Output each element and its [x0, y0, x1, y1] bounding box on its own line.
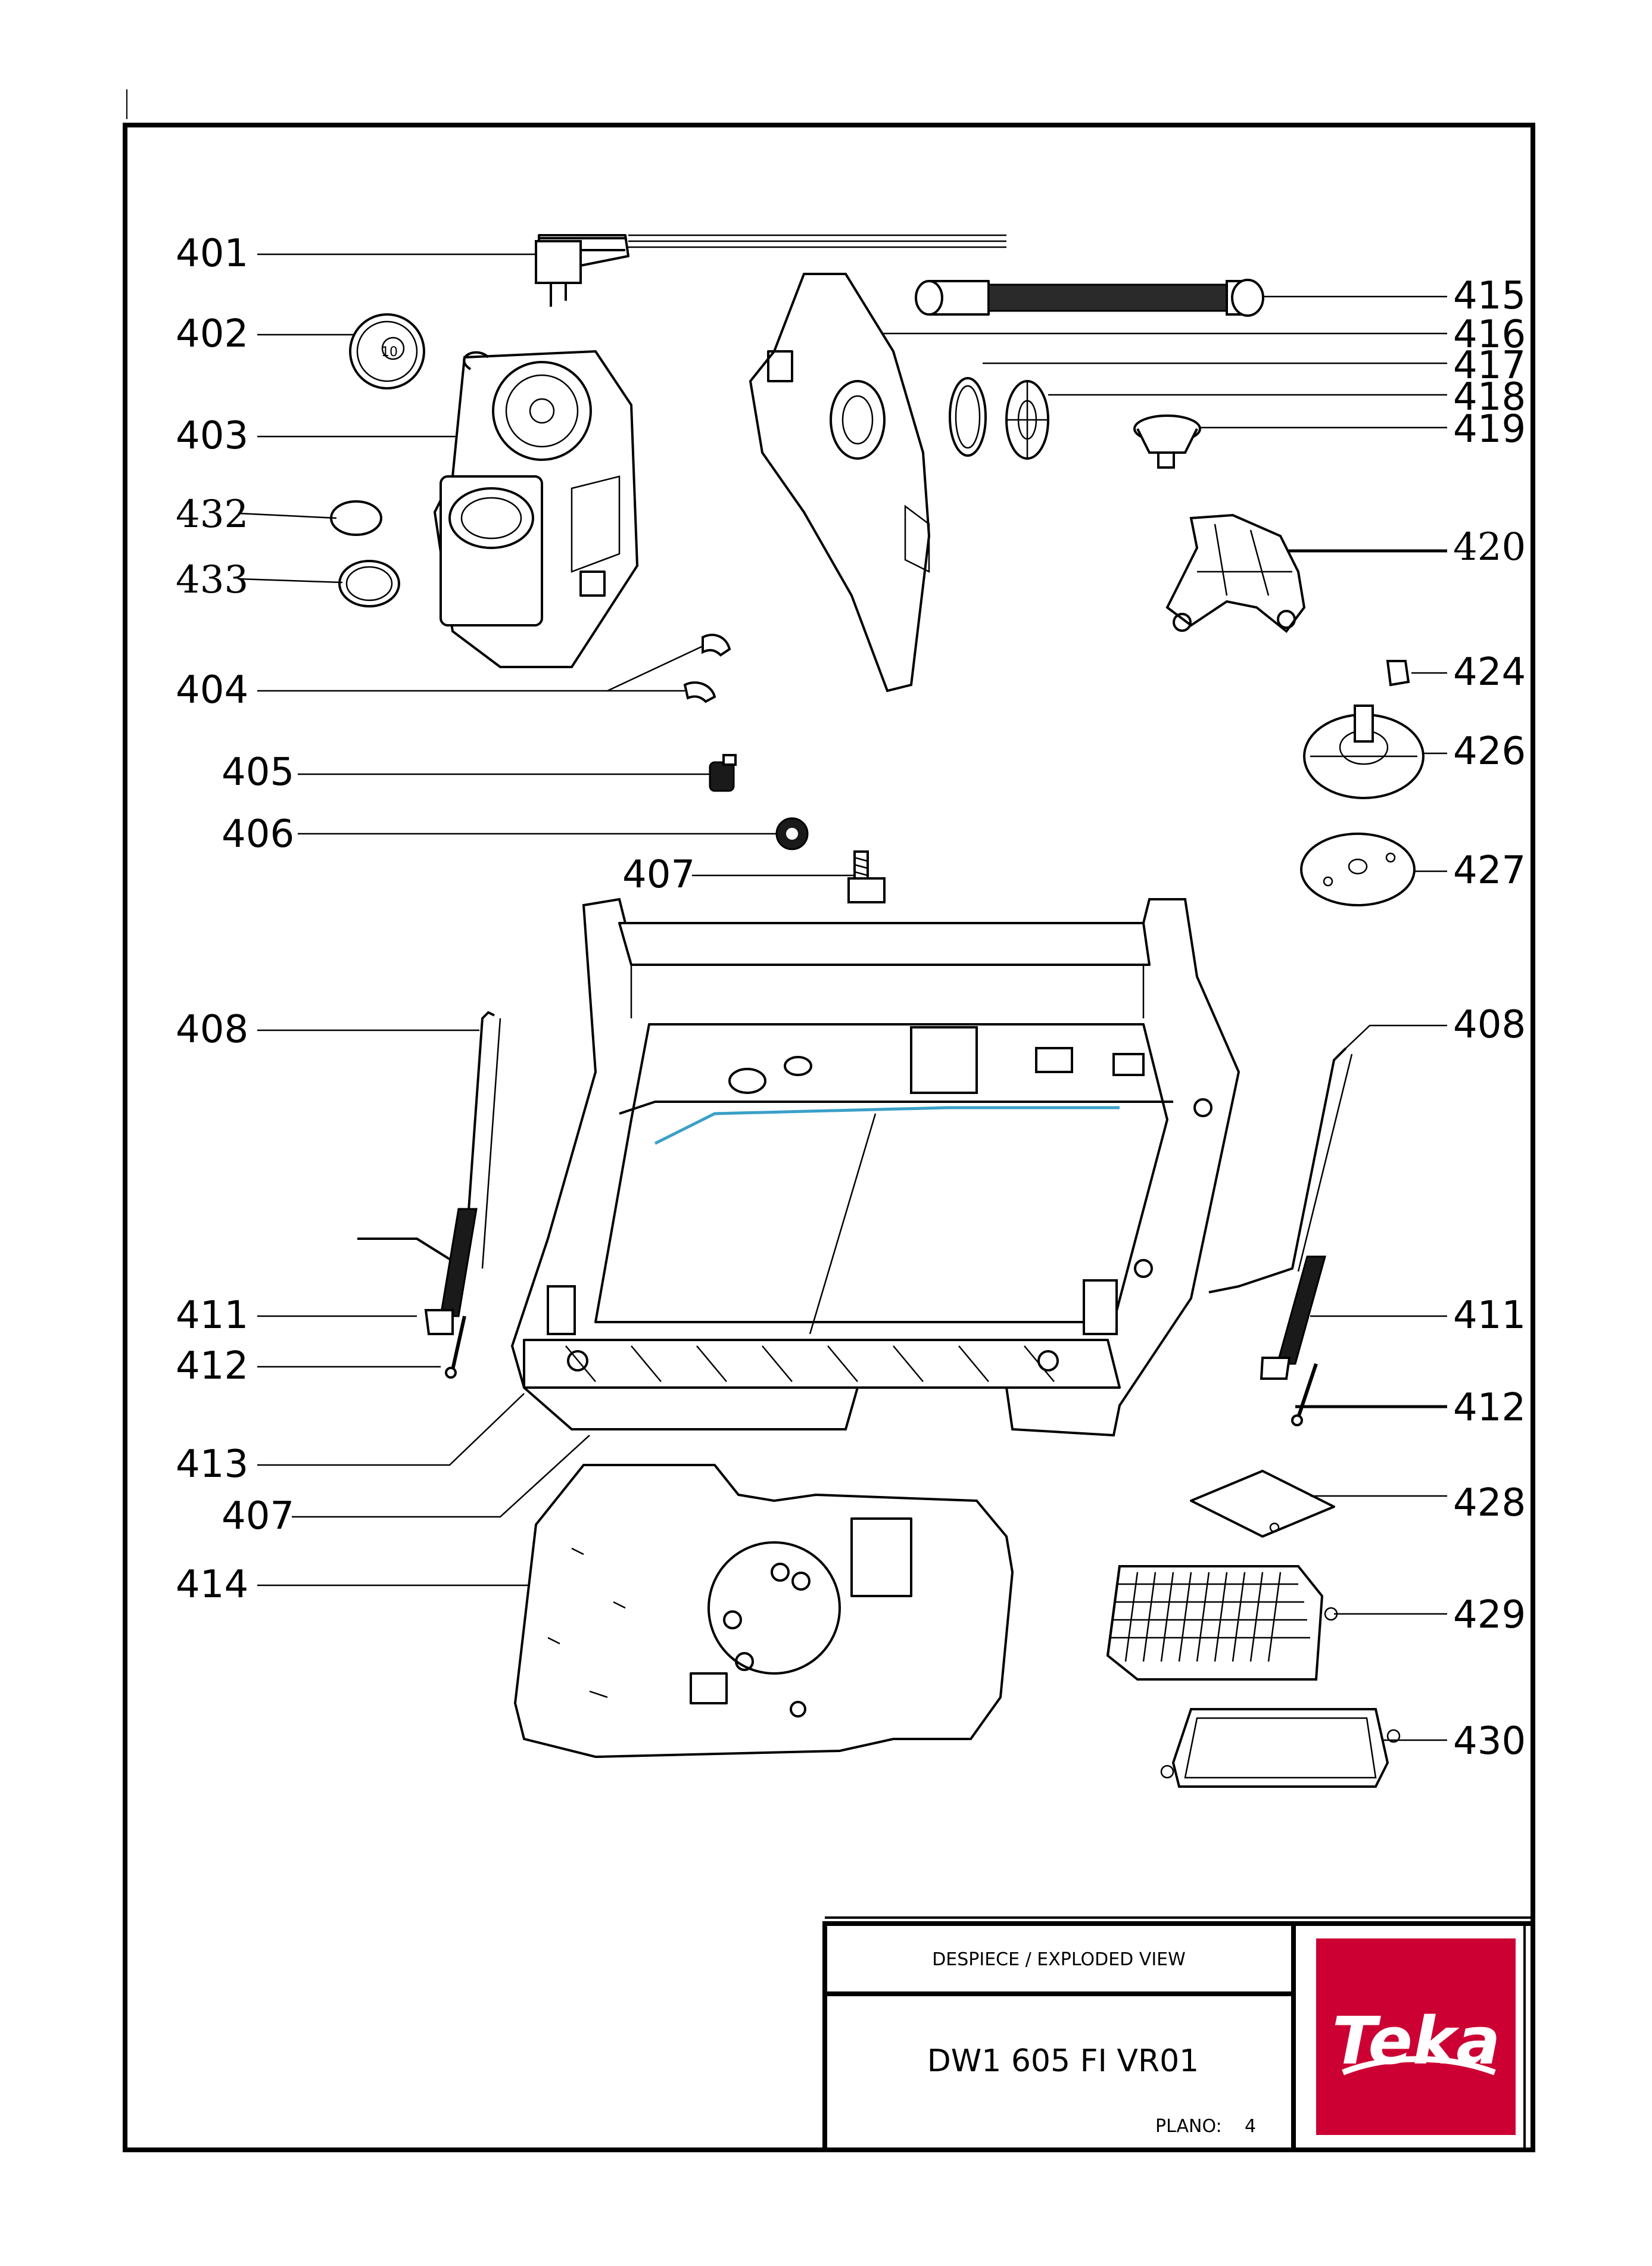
- part-406-gear: [775, 817, 809, 850]
- part-426-pump-base: [1303, 705, 1425, 799]
- part-402-salt-cap: 10: [349, 313, 425, 389]
- label-411-left: 411: [176, 1293, 248, 1338]
- part-427-disc: [1300, 833, 1416, 906]
- part-401-power-cable: [535, 234, 1006, 307]
- label-411-right: 411: [1453, 1293, 1526, 1338]
- label-432: 432: [176, 493, 248, 537]
- label-417: 417: [1453, 344, 1526, 388]
- part-412-pin-right: [1291, 1363, 1318, 1426]
- part-433-gasket: [338, 560, 400, 607]
- view-title: DESPIECE / EXPLODED VIEW: [932, 1949, 1186, 1970]
- part-428-sheet: [1190, 1470, 1335, 1538]
- part-base-frame: [510, 897, 1240, 1437]
- label-416: 416: [1453, 313, 1526, 357]
- plano-value: 4: [1245, 2116, 1256, 2137]
- part-430-tray: [1160, 1708, 1401, 1788]
- part-418-filter-disc: [1005, 380, 1049, 460]
- part-411-spring-left: [424, 1208, 478, 1335]
- label-407-top: 407: [622, 853, 695, 897]
- label-405: 405: [222, 750, 294, 794]
- left-labels: 401 402 403 432 433 404 405 406 407 408 …: [176, 232, 695, 1607]
- label-408-left: 408: [176, 1008, 248, 1052]
- label-420: 420: [1453, 525, 1526, 569]
- plano-label: PLANO:: [1155, 2116, 1222, 2137]
- label-408-right: 408: [1453, 1003, 1526, 1047]
- label-404: 404: [176, 668, 248, 712]
- part-412-pin-left: [445, 1316, 466, 1379]
- part-411-spring-right: [1260, 1255, 1326, 1380]
- label-406: 406: [222, 812, 294, 856]
- label-428: 428: [1453, 1481, 1526, 1525]
- label-412-right: 412: [1453, 1386, 1526, 1430]
- label-419: 419: [1453, 407, 1526, 451]
- part-404-clips: [683, 634, 731, 703]
- part-408-rod-left: [357, 1011, 501, 1270]
- label-407-bottom: 407: [222, 1494, 294, 1538]
- part-403-water-softener: [433, 350, 639, 668]
- label-429: 429: [1453, 1593, 1526, 1637]
- label-418: 418: [1453, 375, 1526, 419]
- label-415: 415: [1453, 274, 1526, 318]
- part-414-base-plate: [513, 1464, 1014, 1759]
- part-416-sump-plate: [749, 273, 931, 693]
- label-402: 402: [176, 312, 248, 356]
- label-427: 427: [1453, 849, 1526, 893]
- part-420-bracket: [1165, 513, 1306, 633]
- part-432-ring: [330, 500, 382, 536]
- part-407-screw: [847, 850, 886, 903]
- right-labels: 415 416 417 418 419 420 424 426 427 408 …: [1453, 274, 1526, 1763]
- label-433: 433: [176, 558, 248, 602]
- leader-lines: [238, 253, 1447, 1741]
- part-424-clip: [1386, 660, 1410, 687]
- part-429-grid-box: [1106, 1565, 1338, 1681]
- part-415-drain-hose: [915, 279, 1264, 317]
- label-412-left: 412: [176, 1344, 248, 1388]
- part-405-nut: [709, 754, 737, 792]
- part-408-rod-right: [1208, 1047, 1353, 1293]
- teka-logo: Teka: [1316, 1938, 1516, 2135]
- label-430: 430: [1453, 1719, 1526, 1763]
- label-403: 403: [176, 414, 248, 458]
- label-424: 424: [1453, 650, 1526, 694]
- label-413: 413: [176, 1442, 248, 1486]
- part-419-valve: [1133, 414, 1201, 469]
- part-417-ring: [949, 377, 987, 457]
- model-number: DW1 605 FI VR01: [927, 2043, 1199, 2079]
- label-426: 426: [1453, 730, 1526, 774]
- salt-cap-center-text: 10: [381, 345, 398, 360]
- label-414: 414: [176, 1563, 248, 1607]
- label-401: 401: [176, 232, 248, 276]
